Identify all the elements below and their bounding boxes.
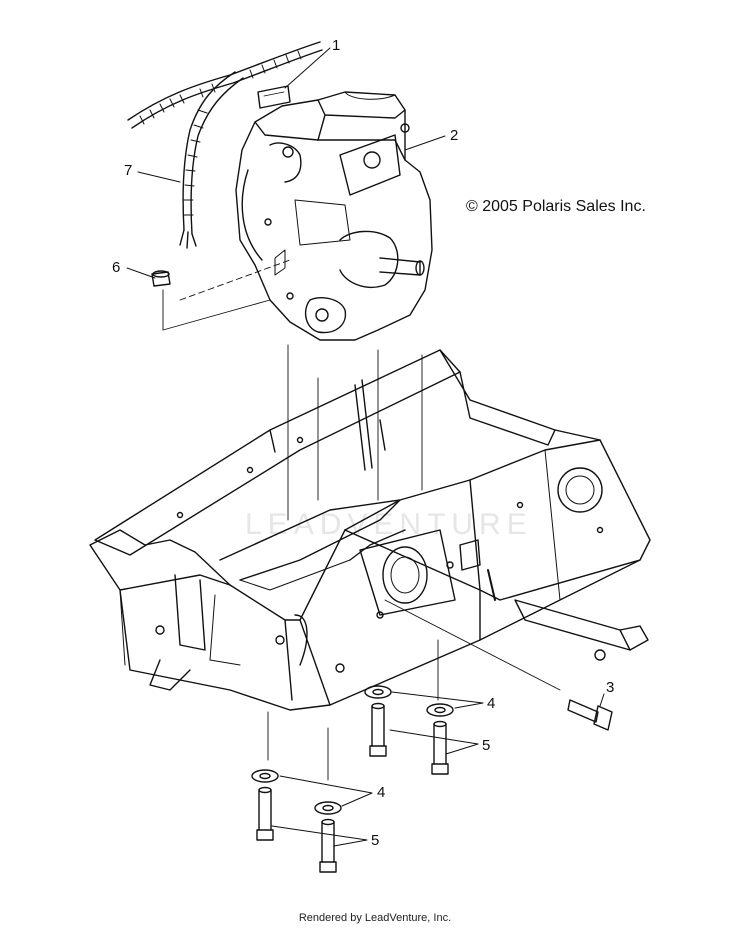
- copyright-notice: © 2005 Polaris Sales Inc.: [466, 198, 646, 215]
- callout-5-lower: 5: [371, 832, 379, 849]
- alignment-lines: [162, 259, 561, 781]
- bolt-part-3: [567, 699, 613, 731]
- render-credit-footer: Rendered by LeadVenture, Inc.: [298, 912, 452, 924]
- bolt-parts-5: [256, 702, 449, 873]
- callout-labels: 1 2 3 4 5 4 5 6 7: [112, 37, 614, 849]
- engine-assembly: [235, 91, 433, 341]
- callout-1: 1: [332, 37, 340, 54]
- leader-lines: [126, 47, 605, 847]
- nut-part: [151, 270, 171, 287]
- callout-6: 6: [112, 259, 120, 276]
- callout-5-upper: 5: [482, 737, 490, 754]
- washer-parts: [251, 685, 454, 815]
- callout-2: 2: [450, 127, 458, 144]
- callout-3: 3: [606, 679, 614, 696]
- callout-7: 7: [124, 162, 132, 179]
- wiring-harness: [127, 41, 323, 249]
- frame-assembly: [89, 349, 651, 711]
- decal-part: [257, 85, 291, 109]
- callout-4-lower: 4: [377, 784, 385, 801]
- callout-4-upper: 4: [487, 695, 495, 712]
